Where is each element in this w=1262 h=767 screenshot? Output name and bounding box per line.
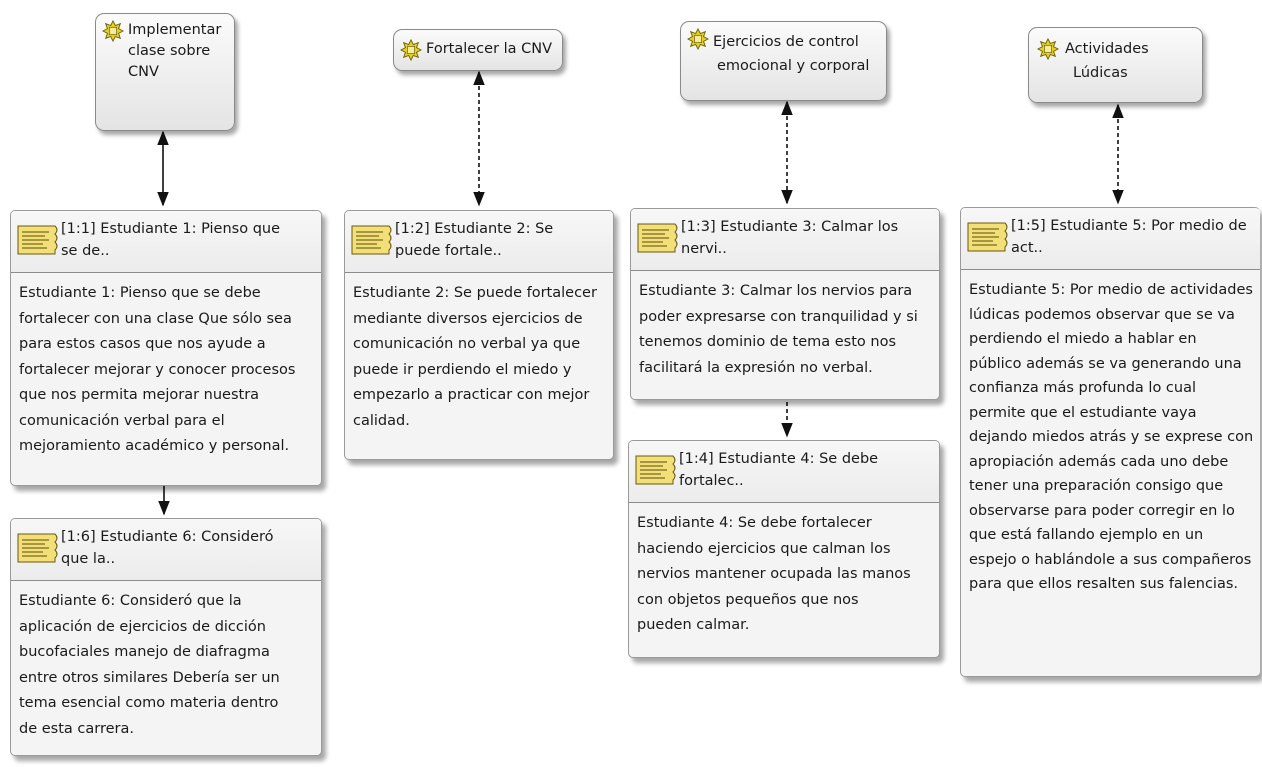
quotation-title-line: que la..: [61, 551, 116, 567]
quotation-node-1-6[interactable]: [1:6] Estudiante 6: Consideró que la.. E…: [10, 518, 322, 756]
code-label-line: Actividades: [1065, 41, 1149, 57]
quote-document-icon: [17, 225, 58, 255]
quotation-node-1-5[interactable]: [1:5] Estudiante 5: Por medio de act.. E…: [960, 207, 1260, 677]
code-node-fortalecer-cnv[interactable]: Fortalecer la CNV: [393, 29, 563, 71]
quotation-title-line: se de..: [61, 243, 110, 259]
code-label-line: Ejercicios de control: [713, 34, 859, 50]
quotation-title-line: act..: [1011, 240, 1043, 256]
quote-document-icon: [635, 455, 676, 485]
code-label: Fortalecer la CNV: [426, 41, 553, 57]
code-label-line: Implementar: [128, 22, 222, 38]
quotation-header: [1:1] Estudiante 1: Pienso que se de..: [11, 211, 321, 273]
code-node-implementar-clase[interactable]: Implementar clase sobre CNV: [95, 13, 235, 131]
code-icon: [400, 39, 422, 61]
quotation-node-1-3[interactable]: [1:3] Estudiante 3: Calmar los nervi.. E…: [630, 208, 940, 400]
quotation-body: Estudiante 1: Pienso que se debe fortale…: [19, 285, 296, 454]
quote-document-icon: [637, 223, 678, 253]
quote-document-icon: [967, 222, 1008, 252]
quotation-title-line: nervi..: [681, 241, 727, 257]
quotation-title-line: [1:4] Estudiante 4: Se debe: [679, 451, 879, 467]
quotation-header: [1:2] Estudiante 2: Se puede fortale..: [345, 211, 613, 273]
quotation-header: [1:6] Estudiante 6: Consideró que la..: [11, 519, 321, 581]
quotation-title-line: fortalec..: [679, 473, 744, 489]
code-node-actividades-ludicas[interactable]: Actividades Lúdicas: [1028, 27, 1203, 103]
quotation-body: Estudiante 6: Consideró que la aplicació…: [19, 593, 280, 737]
code-label: Actividades Lúdicas: [1037, 37, 1194, 85]
code-label-line: emocional y corporal: [717, 58, 870, 74]
code-label: Ejercicios de control emocional y corpor…: [689, 30, 878, 78]
code-label-line: Lúdicas: [1073, 65, 1128, 81]
code-label-line: clase sobre: [128, 43, 211, 59]
quote-document-icon: [17, 533, 58, 563]
quotation-title: [1:2] Estudiante 2: Se puede fortale..: [395, 218, 607, 262]
quotation-node-1-4[interactable]: [1:4] Estudiante 4: Se debe fortalec.. E…: [628, 440, 940, 658]
quotation-title-line: [1:3] Estudiante 3: Calmar los: [681, 219, 899, 235]
quotation-body: Estudiante 2: Se puede fortalecer median…: [353, 285, 597, 429]
quotation-title-line: [1:6] Estudiante 6: Consideró: [61, 529, 274, 545]
quotation-title-line: puede fortale..: [395, 243, 502, 259]
quotation-header: [1:5] Estudiante 5: Por medio de act..: [961, 208, 1260, 270]
code-label: Implementar clase sobre CNV: [104, 20, 226, 83]
quotation-node-1-1[interactable]: [1:1] Estudiante 1: Pienso que se de.. E…: [10, 210, 322, 486]
code-label-line: CNV: [128, 64, 159, 80]
quotation-header: [1:4] Estudiante 4: Se debe fortalec..: [629, 441, 939, 503]
code-node-ejercicios-control[interactable]: Ejercicios de control emocional y corpor…: [680, 21, 887, 101]
quotation-body: Estudiante 3: Calmar los nervios para po…: [639, 283, 918, 376]
quotation-title: [1:5] Estudiante 5: Por medio de act..: [1011, 215, 1260, 259]
quotation-title-line: [1:1] Estudiante 1: Pienso que: [61, 221, 281, 237]
quotation-title: [1:1] Estudiante 1: Pienso que se de..: [61, 218, 315, 262]
code-icon: [687, 28, 709, 50]
quotation-title-line: [1:2] Estudiante 2: Se: [395, 221, 554, 237]
quotation-title: [1:6] Estudiante 6: Consideró que la..: [61, 526, 315, 570]
quotation-header: [1:3] Estudiante 3: Calmar los nervi..: [631, 209, 939, 271]
code-icon: [1037, 38, 1059, 60]
quotation-body: Estudiante 4: Se debe fortalecer haciend…: [637, 515, 911, 633]
quotation-body: Estudiante 5: Por medio de actividades l…: [969, 282, 1254, 592]
quotation-title: [1:3] Estudiante 3: Calmar los nervi..: [681, 216, 933, 260]
quote-document-icon: [351, 225, 392, 255]
quotation-node-1-2[interactable]: [1:2] Estudiante 2: Se puede fortale.. E…: [344, 210, 614, 460]
quotation-title: [1:4] Estudiante 4: Se debe fortalec..: [679, 448, 933, 492]
code-icon: [102, 20, 124, 42]
quotation-title-line: [1:5] Estudiante 5: Por medio de: [1011, 218, 1247, 234]
